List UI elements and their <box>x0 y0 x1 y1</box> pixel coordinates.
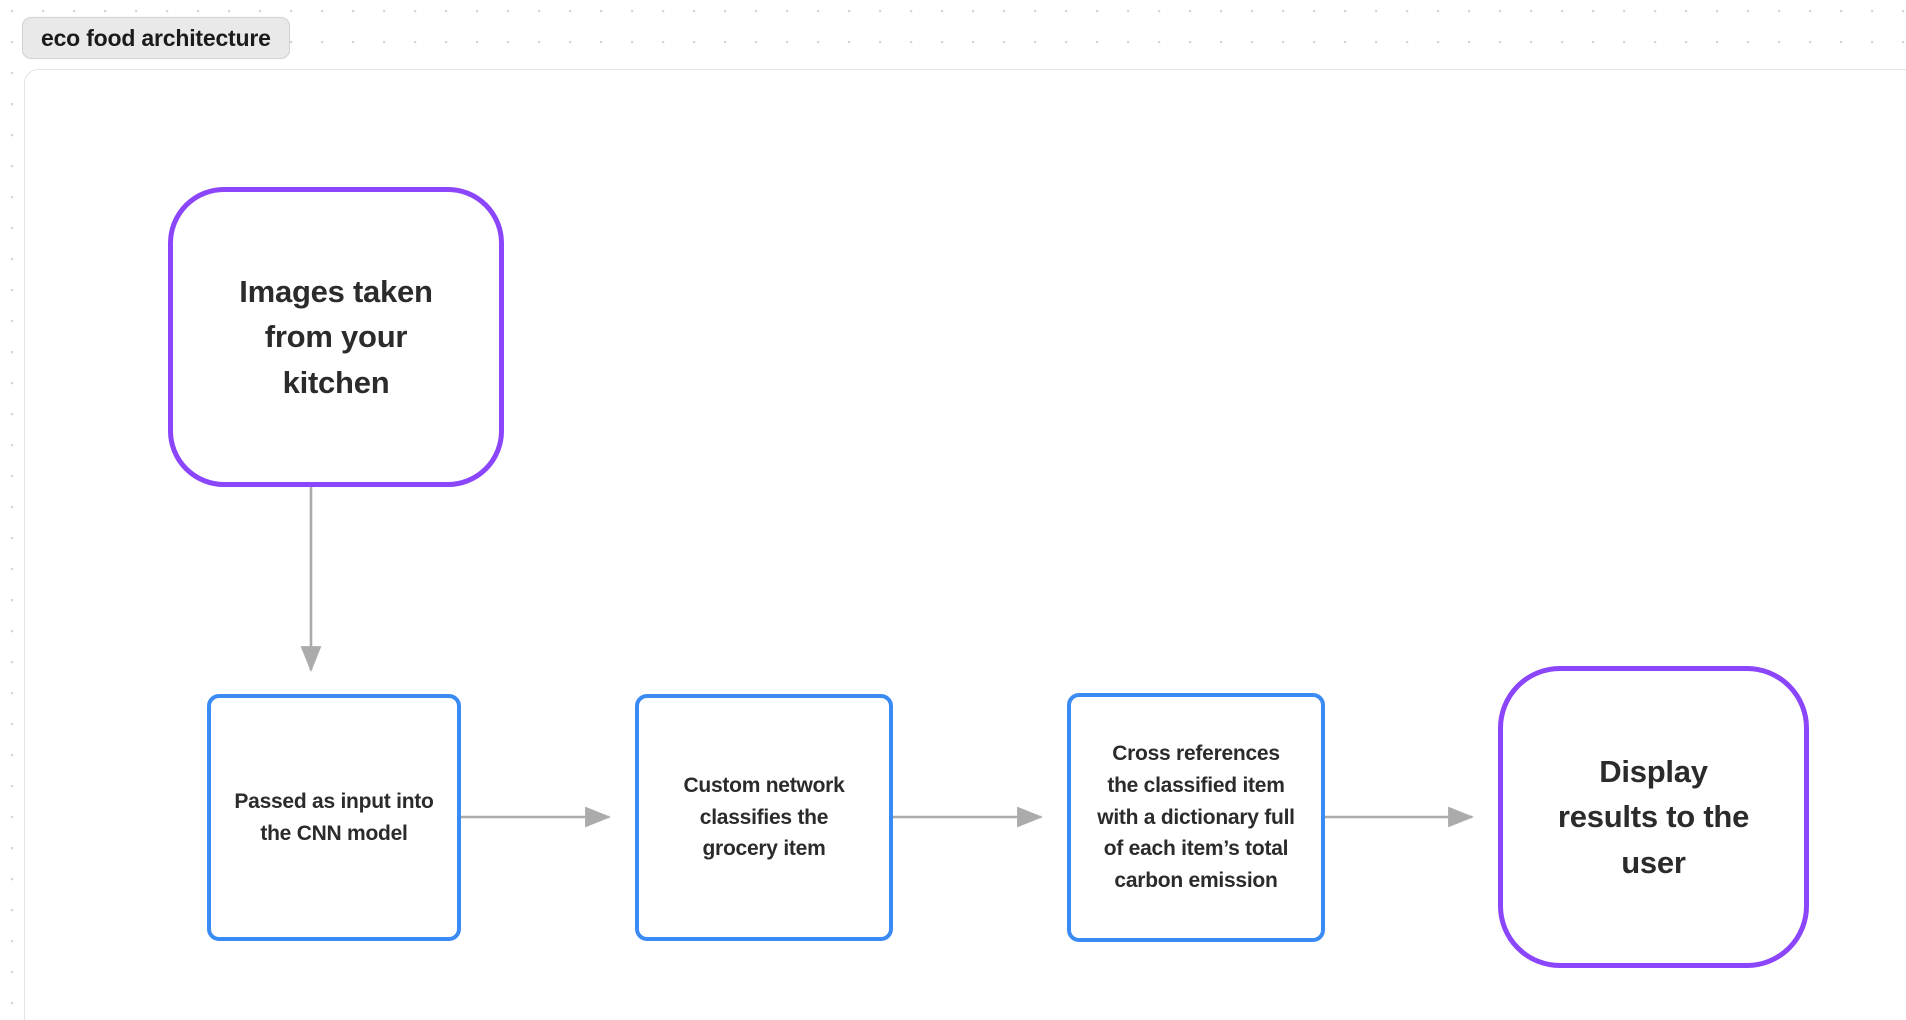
document-tab-label: eco food architecture <box>41 24 271 51</box>
node-custom-network-classifies-the-grocery-item[interactable]: Custom network classifies the grocery it… <box>635 694 893 941</box>
node-cross-references-classified-item[interactable]: Cross references the classified item wit… <box>1067 693 1325 942</box>
tab-strip: eco food architecture <box>0 0 1906 68</box>
node-label: Cross references the classified item wit… <box>1097 741 1295 893</box>
node-label: Passed as input into the CNN model <box>234 790 434 845</box>
node-label: Custom network classifies the grocery it… <box>683 774 845 861</box>
flowchart-canvas[interactable]: Images taken from your kitchen Passed as… <box>24 69 1906 1020</box>
node-label: Images taken from your kitchen <box>239 274 433 400</box>
document-tab[interactable]: eco food architecture <box>22 17 290 59</box>
node-images-taken-from-your-kitchen[interactable]: Images taken from your kitchen <box>168 187 504 487</box>
node-display-results-to-the-user[interactable]: Display results to the user <box>1498 666 1809 968</box>
node-label: Display results to the user <box>1557 754 1750 880</box>
node-passed-as-input-into-the-cnn-model[interactable]: Passed as input into the CNN model <box>207 694 461 941</box>
